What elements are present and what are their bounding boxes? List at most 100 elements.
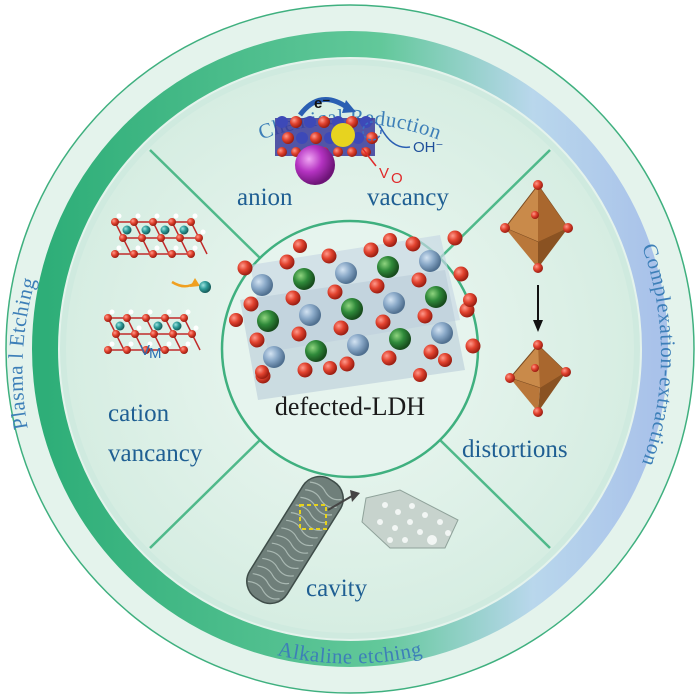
lattice-oxygen	[180, 314, 188, 322]
hydrogen-atom	[147, 309, 153, 315]
metal-atom	[347, 334, 369, 356]
hydrogen-atom	[135, 213, 141, 219]
hydrogen-atom	[116, 213, 122, 219]
hydrogen-atom	[109, 341, 115, 347]
hydrogen-atom	[109, 309, 115, 315]
lattice-atom	[296, 132, 308, 144]
hydrogen-atom	[136, 325, 142, 331]
oxygen-atom	[413, 368, 427, 382]
lattice-oxygen	[112, 330, 120, 338]
oxygen-atom	[249, 332, 265, 348]
oxygen-atom	[327, 284, 343, 300]
hydrogen-atom	[192, 213, 198, 219]
oxygen-atom	[383, 233, 397, 247]
lattice-atom	[360, 116, 372, 128]
oxygen-atom	[323, 361, 337, 375]
anion-vacancy-illustration: e⁻ OH⁻ V O	[275, 95, 443, 187]
oxygen-atom	[321, 248, 337, 264]
metal-atom	[383, 292, 405, 314]
electron-arrow	[297, 97, 350, 117]
cation-label: cation	[108, 400, 170, 427]
lattice-oxygen	[195, 234, 203, 242]
lattice-atom	[304, 116, 316, 128]
lattice-atom	[290, 116, 302, 128]
hydrogen-atom	[154, 213, 160, 219]
lattice-oxygen	[111, 218, 119, 226]
lattice-oxygen	[130, 250, 138, 258]
metal-site	[179, 225, 189, 235]
lattice-atom	[277, 147, 287, 157]
metal-atom	[419, 250, 441, 272]
metal-site	[115, 321, 125, 331]
hydroxide-label: OH⁻	[413, 139, 443, 156]
lattice-atom	[333, 147, 343, 157]
oxygen-atom	[243, 296, 259, 312]
electron-label: e⁻	[314, 95, 330, 112]
lattice-atom	[282, 132, 294, 144]
distortion-illustration	[500, 180, 573, 417]
oxygen-atom	[438, 353, 452, 367]
lattice-oxygen	[104, 346, 112, 354]
metal-site	[141, 225, 151, 235]
sheet-hole	[422, 512, 428, 518]
oxygen-atom	[423, 344, 439, 360]
metal-atom	[341, 298, 363, 320]
lattice-oxygen	[131, 330, 139, 338]
lattice-oxygen	[142, 314, 150, 322]
oxygen-atom	[229, 313, 243, 327]
sheet-hole	[377, 519, 383, 525]
lattice-oxygen	[123, 346, 131, 354]
lattice-atom	[366, 132, 378, 144]
center-label: defected-LDH	[275, 392, 425, 421]
section-dividers	[149, 149, 551, 549]
oxygen-atom	[447, 230, 463, 246]
hydrogen-atom	[166, 341, 172, 347]
oxygen-atom	[291, 326, 307, 342]
metal-atom	[335, 262, 357, 284]
sheet-hole	[395, 509, 401, 515]
lattice-oxygen	[180, 346, 188, 354]
hydroxide-arrow	[379, 125, 411, 149]
metal-site	[160, 225, 170, 235]
lattice-atom	[347, 147, 357, 157]
lattice-oxygen	[161, 314, 169, 322]
metal-atom	[377, 256, 399, 278]
sheet-hole	[427, 535, 437, 545]
lattice-oxygen	[176, 234, 184, 242]
lattice-atom	[310, 132, 322, 144]
lattice-oxygen	[168, 250, 176, 258]
lattice-oxygen	[157, 234, 165, 242]
lattice-oxygen	[111, 250, 119, 258]
hydrogen-atom	[185, 309, 191, 315]
lattice-oxygen	[149, 250, 157, 258]
oxygen-atom	[279, 254, 295, 270]
oxygen-atom	[453, 266, 469, 282]
oxygen-atom	[333, 320, 349, 336]
oxygen-atom	[411, 272, 427, 288]
vm-label: V	[140, 342, 150, 359]
lattice-oxygen	[161, 346, 169, 354]
metal-atom	[293, 268, 315, 290]
lattice-oxygen	[104, 314, 112, 322]
lattice-oxygen	[187, 250, 195, 258]
oxygen-atom	[465, 338, 481, 354]
oxygen-atom	[255, 365, 269, 379]
sheet-hole	[417, 529, 423, 535]
hydrogen-atom	[173, 213, 179, 219]
distortions-label: distortions	[462, 436, 568, 463]
sheet-hole	[382, 502, 388, 508]
oxygen-atom	[237, 260, 253, 276]
oxygen-atom	[417, 308, 433, 324]
hydrogen-atom	[192, 245, 198, 251]
lattice-oxygen	[138, 234, 146, 242]
metal-atom	[389, 328, 411, 350]
metal-atom	[299, 304, 321, 326]
hydrogen-atom	[185, 341, 191, 347]
metal-atom	[257, 310, 279, 332]
vancancy-label: vancancy	[108, 440, 203, 467]
lattice-atom	[318, 116, 330, 128]
lattice-oxygen	[150, 330, 158, 338]
lattice-oxygen	[168, 218, 176, 226]
sheet-hole	[402, 537, 408, 543]
